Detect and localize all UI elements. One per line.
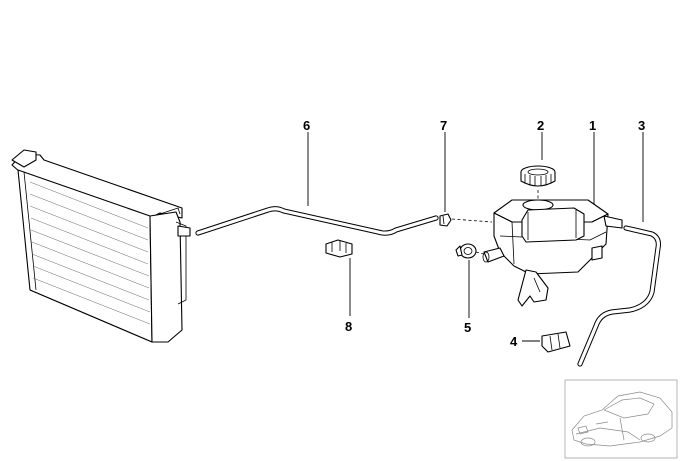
assembly-line-7: [451, 218, 493, 223]
assembly-line-5: [475, 251, 485, 255]
vehicle-thumbnail: [564, 379, 678, 459]
hose-clamp-7: [439, 213, 452, 227]
expansion-tank-1: [482, 199, 623, 307]
radiator-fins: [29, 181, 151, 325]
car-icon: [571, 391, 673, 447]
clip-8: [325, 239, 353, 258]
callout-8: 8: [345, 319, 352, 334]
hose-clamp-5: [455, 243, 477, 259]
callout-7: 7: [440, 118, 447, 133]
callout-2: 2: [537, 118, 544, 133]
callout-6: 6: [303, 118, 310, 133]
callout-numbers: 6 7 2 1 3 8 5 4: [303, 118, 645, 349]
clip-4: [541, 331, 571, 353]
filler-cap-2: [520, 165, 556, 187]
leader-lines: [307, 132, 644, 342]
hose-6: [195, 206, 439, 236]
callout-4: 4: [510, 334, 518, 349]
callout-1: 1: [589, 118, 596, 133]
radiator: [11, 149, 191, 343]
hose-3: [577, 225, 661, 367]
callout-3: 3: [638, 118, 645, 133]
callout-5: 5: [464, 320, 471, 335]
